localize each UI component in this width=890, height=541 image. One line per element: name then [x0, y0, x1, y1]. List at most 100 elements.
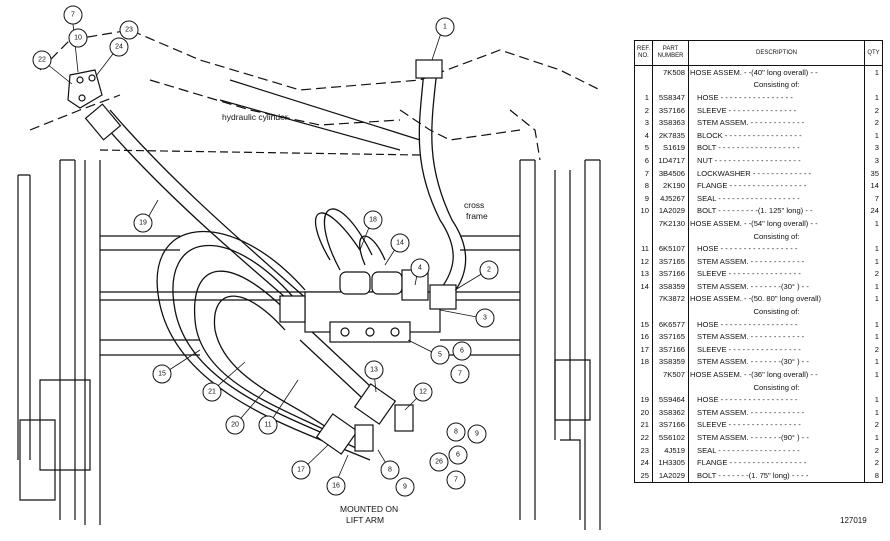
- svg-text:7: 7: [458, 371, 462, 378]
- parts-cell-ref: 17: [634, 343, 653, 356]
- parts-cell-qty: 1: [864, 317, 883, 331]
- parts-cell-ref: [634, 305, 653, 318]
- svg-text:5: 5: [438, 352, 442, 359]
- parts-cell-pn: 5S9464: [652, 393, 689, 407]
- parts-cell-pn: 3S8362: [652, 406, 689, 419]
- parts-cell-pn: 4J519: [652, 443, 689, 457]
- callout-3: 3: [475, 308, 495, 328]
- parts-cell-pn: 4J5267: [652, 191, 689, 205]
- callout-5: 5: [430, 345, 450, 365]
- parts-cell-ref: 24: [634, 456, 653, 469]
- svg-text:18: 18: [369, 217, 377, 224]
- svg-text:16: 16: [332, 483, 340, 490]
- parts-cell-pn: S1619: [652, 141, 689, 155]
- cylinder-fitting: [67, 59, 443, 141]
- parts-cell-desc: NUT - - - - - - - - - - - - - - - - - - …: [688, 154, 865, 167]
- cross-label: cross: [464, 200, 484, 210]
- parts-cell-qty: 1: [864, 242, 883, 255]
- parts-cell-qty: 1: [864, 355, 883, 369]
- parts-cell-ref: 1: [634, 91, 653, 104]
- parts-cell-pn: 6K5107: [652, 242, 689, 255]
- parts-cell-ref: 23: [634, 443, 653, 457]
- parts-cell-pn: 7K507: [652, 368, 689, 381]
- parts-cell-desc: STEM ASSEM. - - - - - - -(30° ) - -: [688, 280, 865, 293]
- parts-cell-pn: 3S8359: [652, 355, 689, 369]
- frame-label: frame: [466, 211, 488, 221]
- description-header: DESCRIPTION: [688, 40, 865, 66]
- parts-cell-ref: 18: [634, 355, 653, 369]
- svg-text:7: 7: [71, 12, 75, 19]
- parts-cell-qty: 2: [864, 103, 883, 117]
- callout-26: 26: [429, 452, 449, 472]
- parts-cell-ref: [634, 368, 653, 381]
- parts-cell-desc: HOSE ASSEM. - -(40" long overall) - -: [688, 65, 865, 79]
- svg-text:2: 2: [487, 267, 491, 274]
- lift-arm-label: LIFT ARM: [346, 515, 384, 525]
- parts-cell-qty: 1: [864, 292, 883, 306]
- parts-cell-pn: 7K2130: [652, 217, 689, 230]
- parts-cell-qty: 1: [864, 406, 883, 419]
- parts-cell-pn: 1A2029: [652, 204, 689, 218]
- svg-text:24: 24: [115, 44, 123, 51]
- parts-cell-desc: HOSE - - - - - - - - - - - - - - - -: [688, 91, 865, 104]
- mounted-on-label: MOUNTED ON: [340, 504, 398, 514]
- callout-21: 21: [202, 382, 222, 402]
- parts-cell-ref: 16: [634, 330, 653, 344]
- callout-9: 9: [395, 477, 415, 497]
- parts-cell-desc: HOSE - - - - - - - - - - - - - - - - -: [688, 317, 865, 331]
- parts-list: REF. NO. PART NUMBER DESCRIPTION QTY 7K5…: [634, 40, 883, 483]
- parts-cell-desc: SLEEVE - - - - - - - - - - - - - - - -: [688, 343, 865, 356]
- svg-text:10: 10: [74, 35, 82, 42]
- parts-cell-qty: 3: [864, 141, 883, 155]
- parts-cell-desc: HOSE ASSEM. - -(36" long overall) - -: [688, 368, 865, 381]
- parts-cell-desc: LOCKWASHER - - - - - - - - - - - - -: [688, 166, 865, 180]
- parts-cell-ref: 8: [634, 179, 653, 192]
- svg-text:4: 4: [418, 265, 422, 272]
- parts-cell-pn: 2K7835: [652, 128, 689, 142]
- svg-text:6: 6: [460, 348, 464, 355]
- svg-text:12: 12: [419, 389, 427, 396]
- parts-cell-ref: 20: [634, 406, 653, 419]
- hydraulic-cylinder-label: hydraulic cylinder: [222, 112, 288, 122]
- svg-text:6: 6: [456, 452, 460, 459]
- parts-cell-qty: [864, 380, 883, 394]
- svg-text:23: 23: [125, 27, 133, 34]
- parts-cell-ref: [634, 380, 653, 394]
- parts-cell-ref: [634, 292, 653, 306]
- callout-8: 8: [446, 422, 466, 442]
- parts-cell-pn: 7K3872: [652, 292, 689, 306]
- parts-cell-desc: HOSE - - - - - - - - - - - - - - - - -: [688, 393, 865, 407]
- parts-cell-ref: 9: [634, 191, 653, 205]
- svg-text:22: 22: [38, 57, 46, 64]
- parts-cell-pn: 2K190: [652, 179, 689, 192]
- callout-10: 10: [68, 28, 88, 48]
- parts-cell-qty: 35: [864, 166, 883, 180]
- svg-text:13: 13: [370, 367, 378, 374]
- parts-cell-desc: BOLT - - - - - - -(1. 75" long) - - - -: [688, 469, 865, 483]
- parts-cell-qty: 2: [864, 116, 883, 129]
- parts-cell-pn: 1H3305: [652, 456, 689, 469]
- parts-cell-qty: 1: [864, 254, 883, 268]
- svg-text:21: 21: [208, 389, 216, 396]
- parts-cell-pn: 1A2029: [652, 469, 689, 483]
- callout-16: 16: [326, 476, 346, 496]
- callout-6: 6: [448, 445, 468, 465]
- parts-cell-pn: 3S7166: [652, 267, 689, 281]
- parts-cell-pn: 3S7166: [652, 103, 689, 117]
